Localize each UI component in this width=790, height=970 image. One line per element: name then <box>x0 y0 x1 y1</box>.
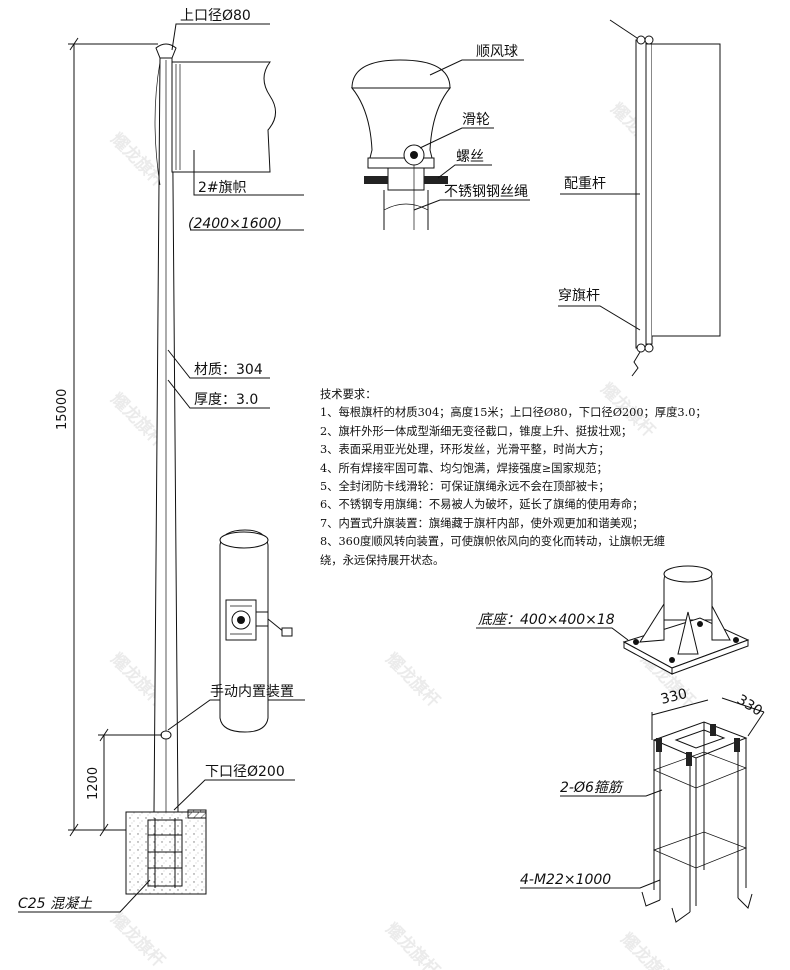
technical-requirements: 技术要求： 1、每根旗杆的材质304；高度15米；上口径Ø80，下口径Ø200；… <box>320 386 780 570</box>
flag-size-label: (2400×1600) <box>188 216 282 232</box>
stirrup-label: 2-Ø6箍筋 <box>560 780 624 796</box>
tech-item: 绕，永远保持展开状态。 <box>320 553 445 567</box>
tech-item: 6、不锈钢专用旗绳：不易被人为破坏，延长了旗绳的使用寿命； <box>320 498 644 512</box>
counterweight-detail <box>558 19 721 377</box>
main-flagpole <box>18 23 305 913</box>
thickness-label: 厚度：3.0 <box>194 392 258 408</box>
tech-item: 2、旗杆外形一体成型渐细无变径截口，锥度上升、挺拔壮观； <box>320 424 633 438</box>
base-plate-detail <box>476 565 750 675</box>
wind-ball-detail <box>350 59 530 230</box>
material-label: 材质：304 <box>194 362 263 378</box>
pulley-label: 滑轮 <box>462 111 490 128</box>
tech-item: 5、全封闭防卡线滑轮：可保证旗绳永远不会在顶部被卡； <box>320 480 610 494</box>
tech-item: 3、表面采用亚光处理，环形发丝，光滑平整，时尚大方； <box>320 443 610 457</box>
watermark: 耀龙旗杆 <box>381 919 444 970</box>
manual-device-label: 手动内置装置 <box>210 684 294 700</box>
counterweight-label: 配重杆 <box>564 176 606 192</box>
dim-330-b-label: 330 <box>734 692 765 720</box>
base-label: 底座：400×400×18 <box>478 612 615 628</box>
screw-label: 螺丝 <box>456 149 484 165</box>
wind-ball-label: 顺风球 <box>476 44 518 60</box>
height-dimension: 15000 <box>55 389 70 430</box>
top-diameter-label: 上口径Ø80 <box>180 8 251 24</box>
concrete-label: C25 混凝土 <box>18 896 93 912</box>
rope-label: 不锈钢钢丝绳 <box>444 184 528 200</box>
tech-item: 1、每根旗杆的材质304；高度15米；上口径Ø80，下口径Ø200；厚度3.0； <box>320 406 707 420</box>
watermark: 耀龙旗杆 <box>106 909 169 970</box>
bottom-diameter-label: 下口径Ø200 <box>205 764 285 780</box>
anchor-label: 4-M22×1000 <box>520 872 611 888</box>
tech-item: 7、内置式升旗装置：旗绳藏于旗杆内部，使外观更加和谐美观； <box>320 516 644 530</box>
rebar-cage-detail <box>520 697 765 923</box>
through-rod-label: 穿旗杆 <box>558 288 600 304</box>
tech-title: 技术要求： <box>320 388 377 401</box>
tech-item: 8、360度顺风转向装置，可使旗帜依风向的变化而转动，让旗帜无缠 <box>320 535 666 549</box>
dim-330-a-label: 330 <box>659 686 689 708</box>
lower-dimension: 1200 <box>86 767 101 800</box>
tech-item: 4、所有焊接牢固可靠、均匀饱满，焊接强度≥国家规范； <box>320 461 608 475</box>
watermark: 耀龙旗杆 <box>616 929 679 970</box>
watermark: 耀龙旗杆 <box>381 649 444 712</box>
flag-label: 2#旗帜 <box>198 180 247 196</box>
